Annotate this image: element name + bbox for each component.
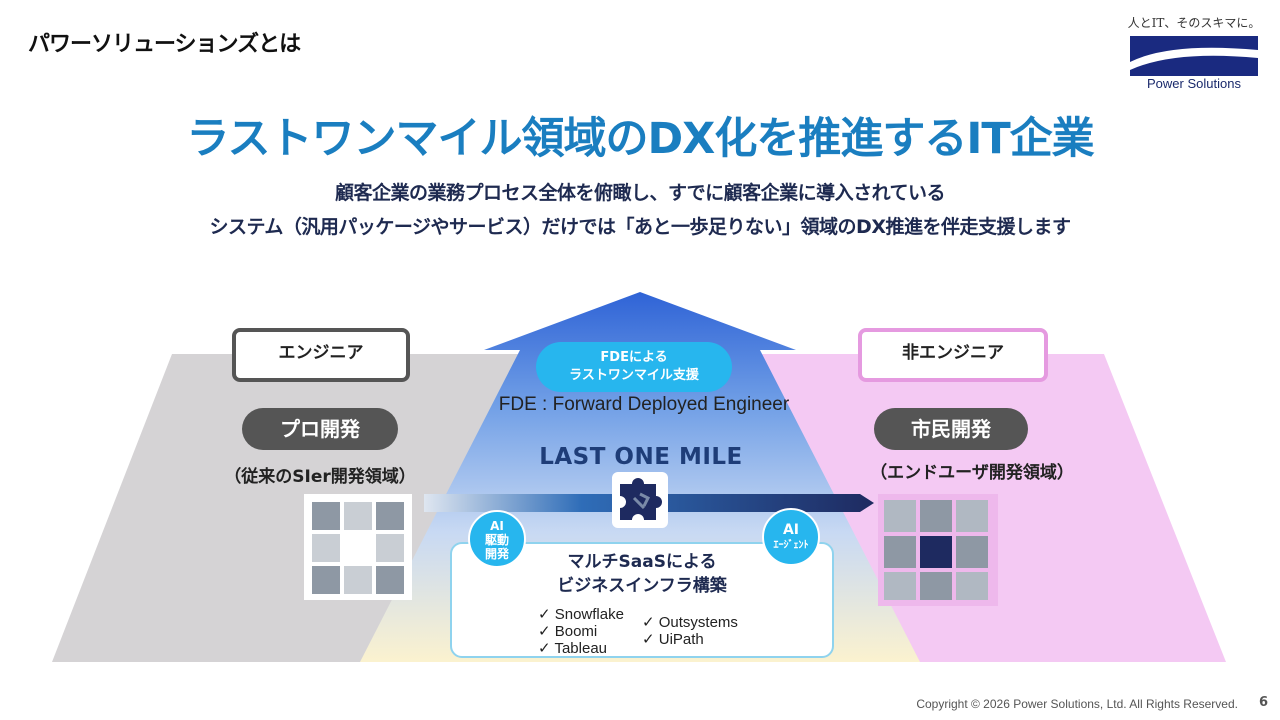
fde-bubble: FDEによる ラストワンマイル支援	[536, 342, 732, 392]
pro-development-subtitle: （従来のSIer開発領域）	[224, 467, 416, 487]
subheadline-line-1: 顧客企業の業務プロセス全体を俯瞰し、すでに顧客企業に導入されている	[334, 182, 946, 204]
subheadline-line-2: システム（汎用パッケージやサービス）だけでは「あと一歩足りない」領域のDX推進を…	[209, 216, 1071, 238]
tool-list-right: ✓ Outsystems ✓ UiPath	[642, 614, 738, 648]
logo-tagline: 人とIT、そのスキマに。	[1127, 16, 1261, 30]
multi-saas-title: マルチSaaSによる ビジネスインフラ構築	[452, 550, 832, 598]
tool-list-left: ✓ Snowflake ✓ Boomi ✓ Tableau	[538, 606, 624, 657]
citizen-development-pill: 市民開発	[874, 408, 1028, 450]
tool-uipath: ✓ UiPath	[642, 631, 704, 648]
fde-bubble-line-1: FDEによる	[600, 350, 668, 365]
headline: ラストワンマイル領域のDX化を推進するIT企業	[186, 114, 1094, 164]
ai-driven-line-3: 開発	[484, 547, 509, 561]
fde-definition: FDE : Forward Deployed Engineer	[498, 394, 790, 415]
pro-development-pill: プロ開発	[242, 408, 398, 450]
logo-mark-icon	[1130, 36, 1258, 76]
tool-boomi: ✓ Boomi	[538, 623, 598, 640]
company-logo: 人とIT、そのスキマに。 Power Solutions	[1124, 14, 1264, 94]
center-puzzle-piece-icon	[612, 472, 668, 528]
multi-saas-title-line-1: マルチSaaSによる	[567, 552, 717, 572]
engineer-label: エンジニア	[232, 328, 410, 382]
left-puzzle-grid-icon	[304, 494, 412, 600]
ai-agent-badge: AI ｴｰｼﾞｪﾝﾄ	[762, 508, 820, 566]
right-puzzle-grid-icon	[878, 494, 998, 606]
fde-bubble-line-2: ラストワンマイル支援	[569, 368, 699, 383]
multi-saas-title-line-2: ビジネスインフラ構築	[557, 576, 727, 596]
ai-driven-line-2: 駆動	[484, 533, 509, 547]
last-one-mile-label: LAST ONE MILE	[539, 444, 743, 470]
ai-driven-development-badge: AI 駆動 開発	[468, 510, 526, 568]
ai-agent-line-2: ｴｰｼﾞｪﾝﾄ	[773, 540, 809, 551]
citizen-development-subtitle: （エンドユーザ開発領域）	[870, 463, 1074, 483]
tool-snowflake: ✓ Snowflake	[538, 606, 624, 623]
tool-tableau: ✓ Tableau	[538, 640, 608, 657]
logo-company-name: Power Solutions	[1147, 76, 1241, 91]
page-title: パワーソリューションズとは	[28, 32, 301, 57]
copyright-footer: Copyright © 2026 Power Solutions, Ltd. A…	[916, 697, 1238, 711]
non-engineer-label: 非エンジニア	[858, 328, 1048, 382]
ai-agent-line-1: AI	[782, 522, 800, 538]
ai-driven-line-1: AI	[490, 519, 504, 533]
page-number: 6	[1258, 695, 1268, 710]
tool-outsystems: ✓ Outsystems	[642, 614, 738, 631]
